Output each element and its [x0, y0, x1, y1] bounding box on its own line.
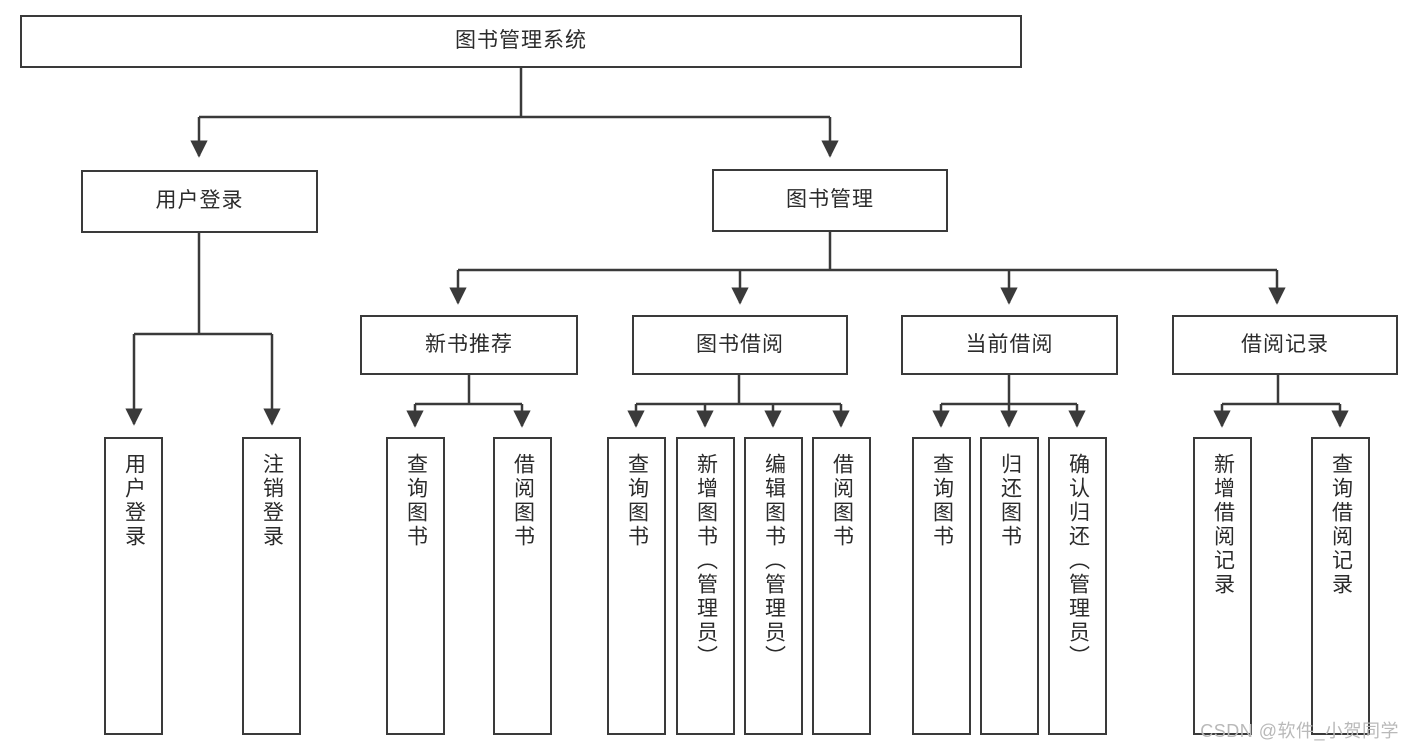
leaf-label: 归还图书: [998, 453, 1022, 549]
leaf-label: 新增借阅记录: [1211, 453, 1235, 597]
node-current-borrow-label: 当前借阅: [965, 332, 1054, 356]
leaf-user-login-0[interactable]: 用户登录: [104, 437, 163, 735]
leaf-current-borrow-2[interactable]: 确认归还（管理员）: [1048, 437, 1107, 735]
leaf-user-login-1[interactable]: 注销登录: [242, 437, 301, 735]
node-user-login[interactable]: 用户登录: [81, 170, 318, 233]
leaf-label: 借阅图书: [830, 453, 854, 549]
leaf-book-borrow-2[interactable]: 编辑图书（管理员）: [744, 437, 803, 735]
node-borrow-record-label: 借阅记录: [1241, 332, 1329, 356]
leaf-label: 新增图书（管理员）: [694, 453, 718, 669]
leaf-label: 查询图书: [404, 453, 428, 549]
leaf-book-borrow-0[interactable]: 查询图书: [607, 437, 666, 735]
leaf-new-book-recommend-0[interactable]: 查询图书: [386, 437, 445, 735]
leaf-borrow-record-0[interactable]: 新增借阅记录: [1193, 437, 1252, 735]
node-root[interactable]: 图书管理系统: [20, 15, 1022, 68]
node-new-book-recommend[interactable]: 新书推荐: [360, 315, 578, 375]
leaf-label: 查询图书: [930, 453, 954, 549]
leaf-label: 用户登录: [122, 453, 146, 549]
leaf-label: 确认归还（管理员）: [1066, 453, 1090, 669]
leaf-current-borrow-1[interactable]: 归还图书: [980, 437, 1039, 735]
leaf-label: 编辑图书（管理员）: [762, 453, 786, 669]
leaf-book-borrow-1[interactable]: 新增图书（管理员）: [676, 437, 735, 735]
node-book-manage-label: 图书管理: [786, 188, 874, 212]
leaf-current-borrow-0[interactable]: 查询图书: [912, 437, 971, 735]
leaf-book-borrow-3[interactable]: 借阅图书: [812, 437, 871, 735]
node-book-borrow-label: 图书借阅: [696, 332, 784, 356]
leaf-label: 借阅图书: [511, 453, 535, 549]
node-book-borrow[interactable]: 图书借阅: [632, 315, 848, 375]
leaf-new-book-recommend-1[interactable]: 借阅图书: [493, 437, 552, 735]
node-new-book-recommend-label: 新书推荐: [425, 332, 513, 356]
leaf-label: 注销登录: [260, 453, 284, 549]
node-user-login-label: 用户登录: [155, 189, 244, 213]
node-current-borrow[interactable]: 当前借阅: [901, 315, 1118, 375]
leaf-label: 查询借阅记录: [1329, 453, 1353, 597]
node-book-manage[interactable]: 图书管理: [712, 169, 948, 232]
leaf-borrow-record-1[interactable]: 查询借阅记录: [1311, 437, 1370, 735]
node-borrow-record[interactable]: 借阅记录: [1172, 315, 1398, 375]
node-root-label: 图书管理系统: [455, 29, 587, 53]
leaf-label: 查询图书: [625, 453, 649, 549]
